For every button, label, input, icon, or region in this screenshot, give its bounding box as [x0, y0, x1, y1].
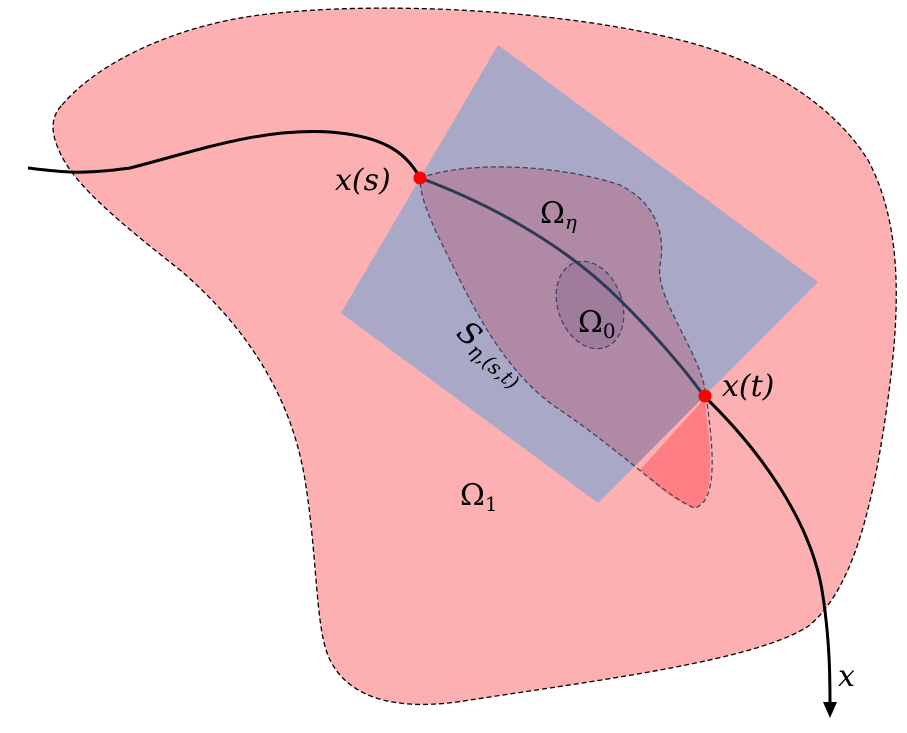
omega-eta-region [420, 166, 713, 503]
omega-eta-outline [419, 166, 713, 509]
label-omega-eta: Ωη [540, 196, 577, 234]
label-omega-0: Ω0 [578, 305, 616, 343]
point-x-s [413, 171, 427, 185]
label-x-t: x(t) [722, 369, 774, 404]
label-x-s: x(s) [335, 163, 391, 198]
point-x-t [698, 389, 712, 403]
curve-right-segment [702, 394, 832, 706]
curve-middle-segment [419, 176, 706, 397]
label-omega-1: Ω1 [460, 478, 498, 516]
omega0-region [555, 260, 625, 350]
label-x-end: x [838, 659, 855, 694]
omega-eta-outside-part [640, 397, 711, 508]
arrow-down-icon [823, 702, 837, 718]
curve-left-segment [27, 130, 422, 179]
